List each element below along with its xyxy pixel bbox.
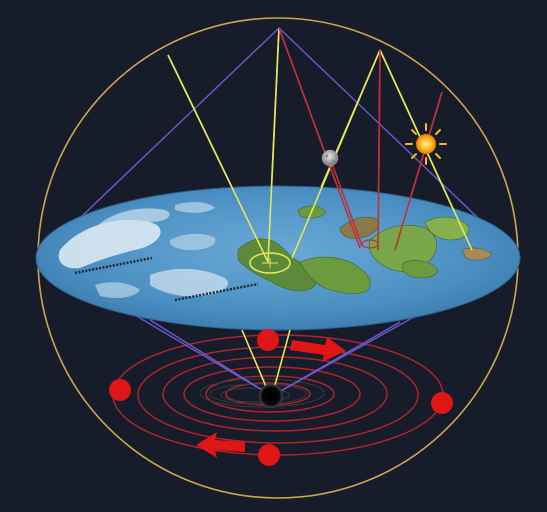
orbit-marker [258,444,280,466]
observer-marker [249,252,291,274]
orbit-ring [162,356,388,432]
orbit-ring [137,346,419,444]
black-sun-icon [259,384,283,408]
orbit-marker [109,379,131,401]
orbit-marker [257,329,279,351]
red-surface-rays [278,27,443,251]
moon-icon [321,149,339,167]
continents [237,205,493,294]
direction-arrow-left [196,432,245,458]
orbit-marker [431,392,453,414]
orbit-markers [109,329,453,466]
flat-earth-disc [35,185,521,331]
sun-icon [405,123,447,165]
lower-diamond-edges [149,319,401,397]
direction-arrow-right [290,337,346,362]
ice-wall [58,202,229,298]
orbit-ring [205,375,335,413]
sunlit-location-marker [361,239,379,249]
orbit-ring [183,366,361,422]
